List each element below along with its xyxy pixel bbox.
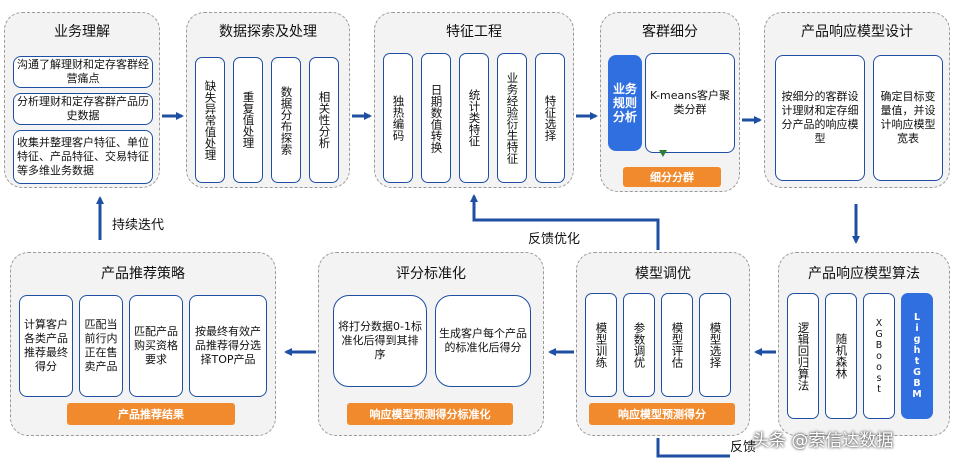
stage-title: 产品推荐策略 [101, 266, 185, 282]
normalize-item-2: 生成客户每个产品的标准化后得分 [435, 295, 531, 387]
label-feedback-optimization: 反馈优化 [528, 232, 581, 247]
stage-title: 模型调优 [635, 266, 691, 282]
arrow-segment-internal [659, 150, 667, 157]
algorithm-xgboost: XGBoost [863, 293, 895, 419]
stage-title: 评分标准化 [396, 266, 466, 282]
normalize-result: 响应模型预测得分标准化 [347, 403, 513, 425]
feature-item-1: 独热编码 [383, 53, 413, 183]
arrow-feedback-optimize [470, 194, 660, 250]
tuning-result: 响应模型预测得分 [589, 403, 735, 425]
feature-item-3: 统计类特征 [459, 53, 489, 183]
design-item-1: 按细分的客群设计理财和定存细分产品的响应模型 [775, 55, 865, 181]
tuning-item-4: 模型选择 [699, 293, 731, 397]
algorithm-logistic-regression: 逻辑回归算法 [787, 293, 819, 419]
data-item-3: 数据分布探索 [271, 57, 301, 183]
algorithm-lightgbm: LightGBM [901, 293, 933, 419]
segment-result: 细分分群 [623, 167, 721, 187]
business-item-2: 分析理财和定存客群产品历史数据 [13, 93, 153, 125]
recommend-item-4: 按最终有效产品推荐得分选择TOP产品 [189, 295, 267, 397]
stage-response-model-algorithms: 产品响应模型算法 逻辑回归算法 随机森林 XGBoost LightGBM [778, 252, 950, 436]
stage-data-exploration: 数据探索及处理 缺失异常值处理 重复值处理 数据分布探索 相关性分析 [186, 12, 350, 188]
recommend-item-2: 匹配当前行内正在售卖产品 [79, 295, 123, 397]
stage-title: 客群细分 [642, 24, 698, 40]
label-continuous-iteration: 持续迭代 [112, 218, 165, 233]
watermark: 头条 @索信达数据 [752, 431, 894, 451]
stage-product-recommendation: 产品推荐策略 计算客户各类产品推荐最终得分 匹配当前行内正在售卖产品 匹配产品购… [10, 252, 276, 436]
tuning-item-3: 模型评估 [661, 293, 693, 397]
stage-business-understanding: 业务理解 沟通了解理财和定存客群经营痛点 分析理财和定存客群产品历史数据 收集并… [4, 12, 160, 188]
algorithm-random-forest: 随机森林 [825, 293, 857, 419]
kmeans-clustering: K-means客户聚类分群 [645, 53, 735, 153]
feature-item-2: 日期数值转换 [421, 53, 451, 183]
feature-item-5: 特征选择 [535, 53, 565, 183]
normalize-item-1: 将打分数据0-1标准化后得到其排序 [333, 295, 427, 387]
feature-item-4: 业务经验衍生特征 [497, 53, 527, 183]
business-rule-analysis: 业务规则分析 [608, 55, 642, 151]
recommend-item-3: 匹配产品购买资格要求 [129, 295, 183, 397]
stage-response-model-design: 产品响应模型设计 按细分的客群设计理财和定存细分产品的响应模型 确定目标变量值，… [764, 12, 950, 188]
stage-score-normalization: 评分标准化 将打分数据0-1标准化后得到其排序 生成客户每个产品的标准化后得分 … [318, 252, 544, 436]
stage-title: 特征工程 [446, 24, 502, 40]
stage-feature-engineering: 特征工程 独热编码 日期数值转换 统计类特征 业务经验衍生特征 特征选择 [374, 12, 574, 188]
stage-customer-segmentation: 客群细分 业务规则分析 K-means客户聚类分群 细分分群 [600, 12, 740, 192]
business-item-1: 沟通了解理财和定存客群经营痛点 [13, 56, 153, 88]
recommend-result: 产品推荐结果 [67, 403, 235, 425]
stage-title: 业务理解 [54, 24, 110, 40]
arrow-feedback-bottom [656, 438, 730, 458]
stage-title: 数据探索及处理 [219, 24, 317, 40]
stage-model-tuning: 模型调优 模型训练 参数调优 模型评估 模型选择 响应模型预测得分 [576, 252, 750, 436]
recommend-item-1: 计算客户各类产品推荐最终得分 [19, 295, 73, 397]
data-item-1: 缺失异常值处理 [195, 57, 225, 183]
tuning-item-2: 参数调优 [623, 293, 655, 397]
data-item-4: 相关性分析 [309, 57, 339, 183]
stage-title: 产品响应模型设计 [801, 24, 913, 40]
business-item-3: 收集并整理客户特征、单位特征、产品特征、交易特征等多维业务数据 [13, 130, 153, 184]
data-item-2: 重复值处理 [233, 57, 263, 183]
design-item-2: 确定目标变量值，并设计响应模型宽表 [873, 55, 943, 181]
tuning-item-1: 模型训练 [585, 293, 617, 397]
stage-title: 产品响应模型算法 [808, 266, 920, 282]
label-feedback-cut: 反馈 [730, 440, 757, 455]
